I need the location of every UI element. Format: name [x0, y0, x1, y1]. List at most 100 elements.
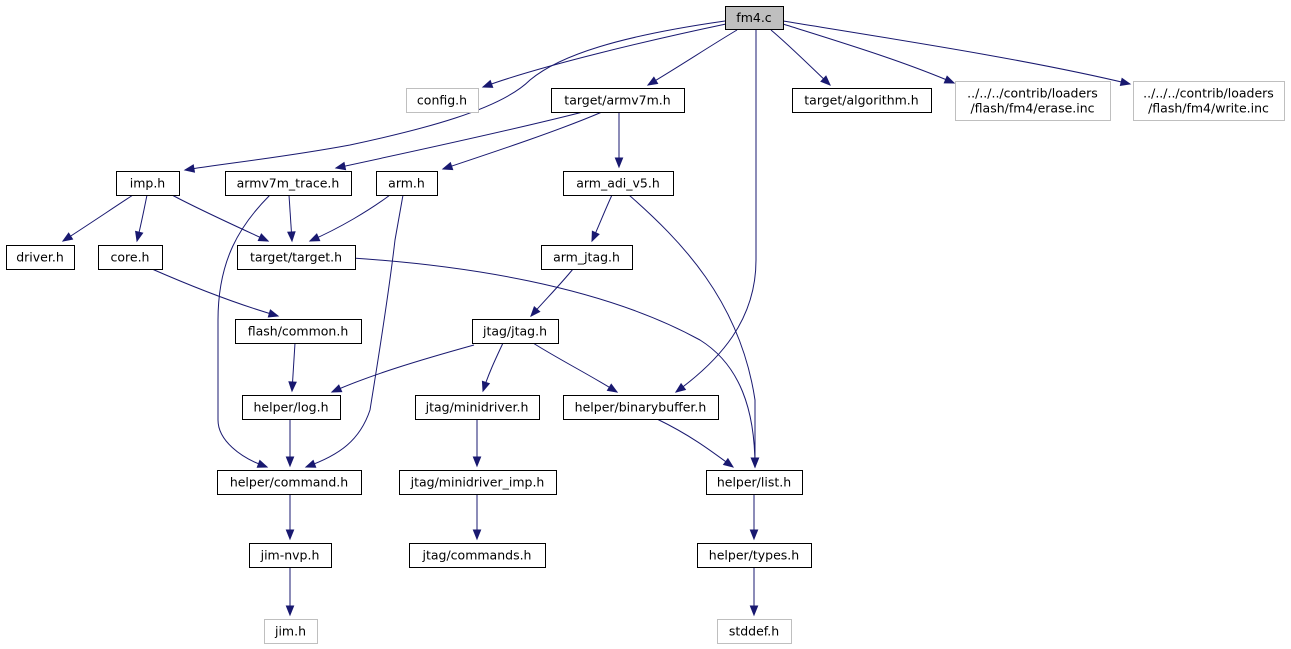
edge-line	[171, 194, 269, 242]
edge-fm4-to-binarybuffer	[674, 30, 757, 393]
edge-armv7m-to-armv7m_trace	[334, 111, 584, 171]
arrow-head-icon	[749, 529, 759, 541]
node-target[interactable]: target/target.h	[237, 245, 356, 270]
node-binarybuffer[interactable]: helper/binarybuffer.h	[563, 395, 719, 420]
edge-imp-to-driver	[61, 194, 134, 242]
node-label: arm_jtag.h	[553, 250, 620, 265]
node-flash_common[interactable]: flash/common.h	[235, 319, 362, 344]
arrow-head-icon	[308, 233, 321, 242]
node-arm_jtag[interactable]: arm_jtag.h	[541, 245, 633, 270]
node-box	[217, 470, 362, 495]
edge-imp-to-core	[135, 194, 148, 243]
node-stddef[interactable]: stddef.h	[717, 619, 792, 644]
edge-binarybuffer-to-list	[656, 418, 735, 468]
node-label: core.h	[111, 250, 150, 265]
edge-fm4-to-armv7m	[646, 29, 738, 86]
edge-fm4-to-config	[481, 23, 727, 88]
edge-line	[184, 20, 726, 171]
node-minidriver_imp[interactable]: jtag/minidriver_imp.h	[399, 470, 557, 495]
node-box	[725, 6, 784, 30]
node-log[interactable]: helper/log.h	[242, 395, 341, 420]
arrow-head-icon	[674, 382, 687, 393]
edge-arm_jtag-to-jtag	[530, 268, 574, 318]
node-jtag[interactable]: jtag/jtag.h	[472, 319, 559, 344]
node-box	[225, 171, 352, 196]
arrow-head-icon	[135, 230, 144, 243]
node-minidriver[interactable]: jtag/minidriver.h	[415, 395, 540, 420]
arrow-head-icon	[820, 75, 831, 86]
edge-line	[782, 20, 1131, 85]
node-erase[interactable]: ../../../contrib/loaders/flash/fm4/erase…	[955, 81, 1111, 121]
node-algorithm[interactable]: target/algorithm.h	[792, 88, 932, 113]
node-box	[116, 171, 180, 196]
node-armv7m[interactable]: target/armv7m.h	[551, 88, 685, 113]
node-box	[399, 470, 557, 495]
edge-list-to-types	[749, 494, 759, 541]
node-label: target/armv7m.h	[564, 93, 670, 108]
node-box	[242, 395, 341, 420]
node-box	[1133, 81, 1285, 121]
node-config[interactable]: config.h	[406, 88, 479, 113]
arrow-head-icon	[481, 380, 491, 393]
arrow-head-icon	[530, 306, 541, 318]
arrow-head-icon	[334, 161, 347, 171]
arrow-head-icon	[472, 456, 482, 468]
node-driver[interactable]: driver.h	[6, 245, 75, 270]
edge-line	[62, 194, 134, 242]
node-write[interactable]: ../../../contrib/loaders/flash/fm4/write…	[1133, 81, 1285, 121]
node-armv7m_trace[interactable]: armv7m_trace.h	[225, 171, 352, 196]
node-box	[792, 88, 932, 113]
node-types[interactable]: helper/types.h	[697, 543, 812, 568]
edge-fm4-to-algorithm	[770, 29, 831, 86]
node-core[interactable]: core.h	[98, 245, 163, 270]
arrow-head-icon	[591, 230, 600, 243]
edge-armv7m_trace-to-command	[217, 194, 271, 468]
arrow-head-icon	[614, 157, 624, 169]
node-box	[541, 245, 633, 270]
node-jim[interactable]: jim.h	[264, 619, 318, 644]
arrow-head-icon	[749, 605, 759, 617]
edge-armv7m-to-arm_adi_v5	[614, 112, 624, 169]
node-fm4[interactable]: fm4.c	[725, 6, 784, 30]
edge-fm4-to-erase	[782, 23, 956, 84]
edge-arm-to-target	[308, 194, 391, 242]
node-commands[interactable]: jtag/commands.h	[409, 543, 546, 568]
node-box	[249, 543, 332, 568]
edge-target-to-list	[351, 257, 760, 469]
node-arm[interactable]: arm.h	[376, 171, 438, 196]
node-arm_adi_v5[interactable]: arm_adi_v5.h	[563, 171, 674, 196]
node-box	[706, 470, 803, 495]
node-box	[376, 171, 438, 196]
node-label: ../../../contrib/loaders	[1143, 86, 1274, 101]
arrow-head-icon	[285, 456, 295, 468]
node-box	[717, 619, 792, 644]
arrow-head-icon	[267, 309, 280, 318]
edge-line	[532, 342, 618, 393]
edge-fm4-to-imp	[183, 20, 726, 173]
node-box	[98, 245, 163, 270]
node-label: stddef.h	[729, 624, 779, 639]
node-list[interactable]: helper/list.h	[706, 470, 803, 495]
node-jim_nvp[interactable]: jim-nvp.h	[249, 543, 332, 568]
arrow-head-icon	[481, 79, 494, 88]
node-label: jim.h	[274, 624, 306, 639]
node-label: helper/command.h	[230, 475, 348, 490]
edge-line	[331, 344, 475, 393]
arrow-head-icon	[288, 381, 297, 393]
node-label: imp.h	[130, 176, 165, 191]
arrow-head-icon	[304, 459, 317, 468]
edge-line	[675, 30, 757, 393]
node-imp[interactable]: imp.h	[116, 171, 180, 196]
node-label: arm.h	[388, 176, 425, 191]
arrow-head-icon	[722, 457, 735, 468]
edge-armv7m_trace-to-target	[287, 194, 296, 243]
arrow-head-icon	[257, 233, 270, 242]
node-label: fm4.c	[736, 10, 772, 25]
node-command[interactable]: helper/command.h	[217, 470, 362, 495]
edge-imp-to-target	[171, 194, 270, 242]
arrow-head-icon	[943, 75, 956, 84]
edge-line	[628, 194, 756, 467]
edge-line	[442, 111, 603, 170]
edge-arm_adi_v5-to-list	[628, 194, 760, 469]
